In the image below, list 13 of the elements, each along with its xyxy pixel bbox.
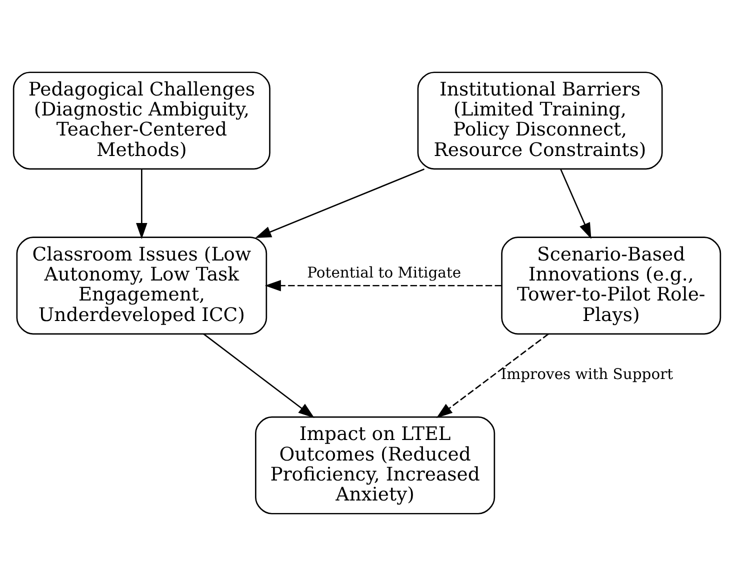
- node-box: Institutional Barriers (Limited Training, Policy Disconnect, Resource Constraints): [417, 72, 663, 170]
- node-box: Pedagogical Challenges (Diagnostic Ambiguity, Teacher-Centered Methods): [12, 72, 270, 170]
- edge-label: Potential to Mitigate: [307, 264, 462, 282]
- node-box: Scenario-Based Innovations (e.g., Tower-to-Pilot Role-Plays): [501, 236, 722, 335]
- arrow: [136, 169, 148, 240]
- arrow: [560, 169, 592, 239]
- arrow: [255, 168, 425, 238]
- arrow: [203, 333, 314, 418]
- arrow: [436, 333, 549, 418]
- node-box: Classroom Issues (Low Autonomy, Low Task Engagement, Underdeveloped ICC): [16, 236, 268, 335]
- node-box: Impact on LTEL Outcomes (Reduced Proficiency, Increased Anxiety): [255, 416, 496, 514]
- arrow: [264, 280, 502, 292]
- edge-label: Improves with Support: [500, 366, 674, 384]
